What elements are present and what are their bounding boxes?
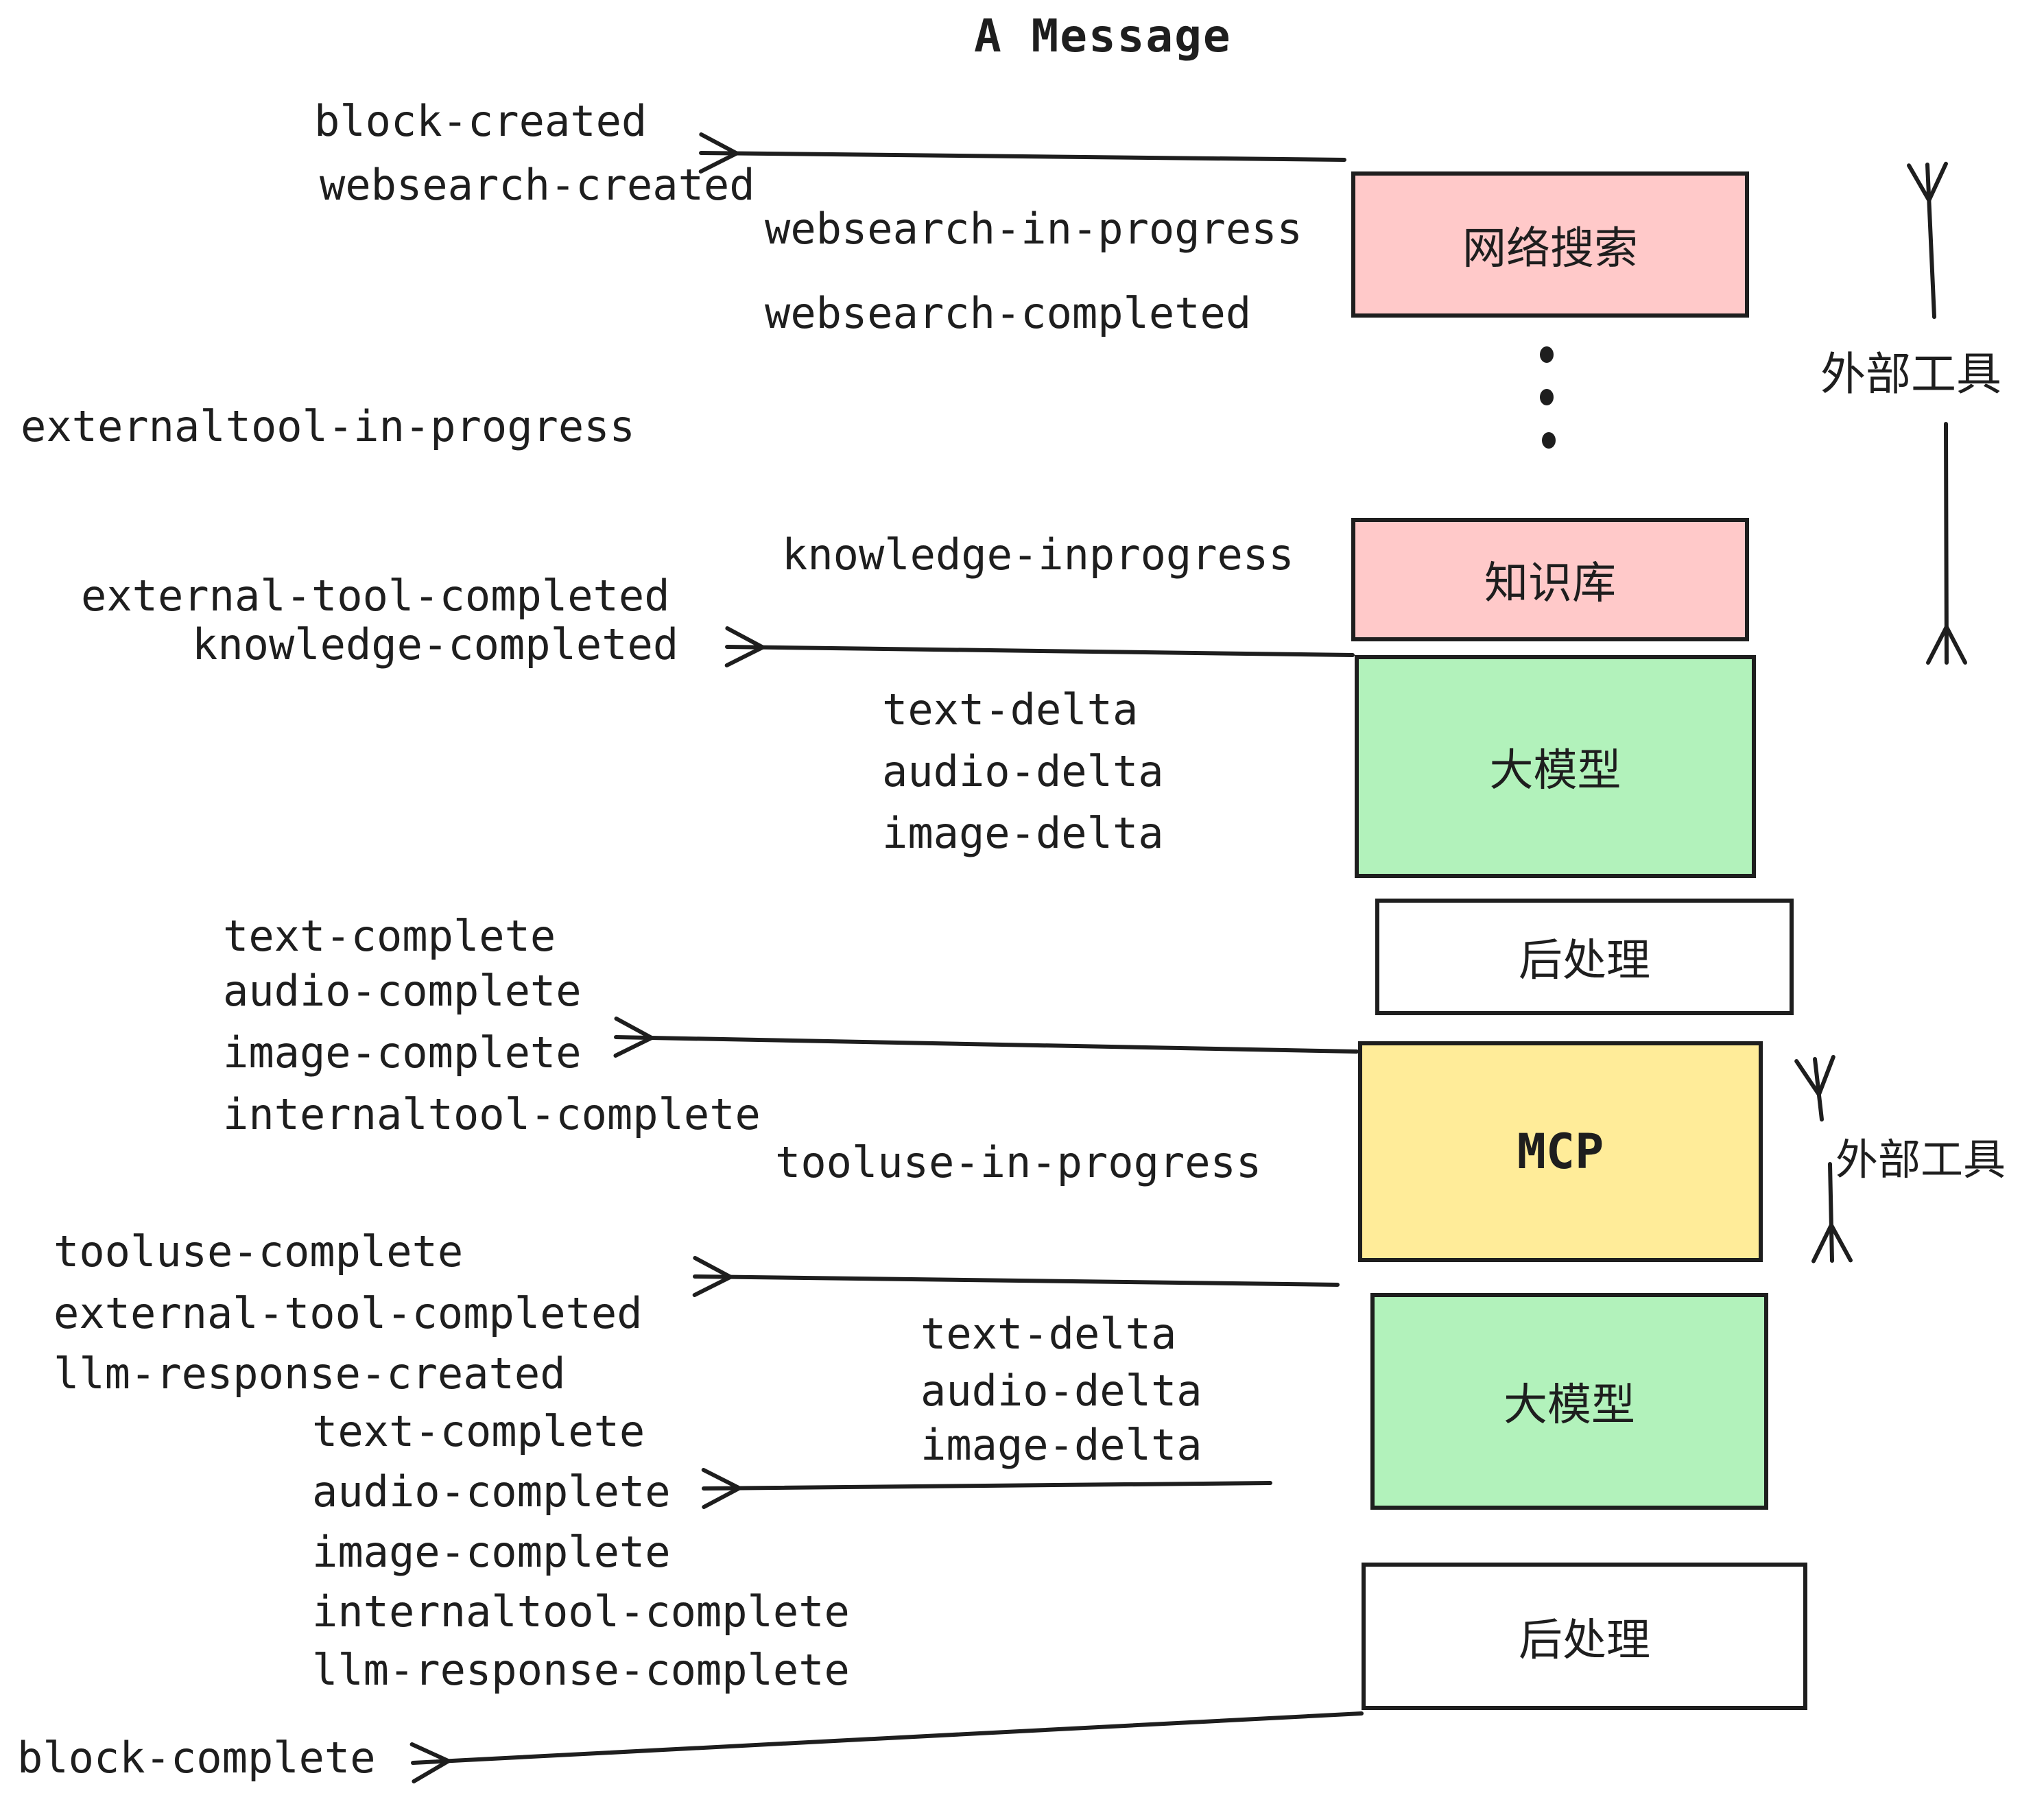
event-label: audio-complete: [223, 966, 582, 1016]
external-tools-label-top: 外部工具: [1820, 348, 2001, 399]
arrow-external-up-2: [1794, 1054, 1835, 1121]
arrow-external-up-1: [1907, 161, 1948, 319]
ellipsis-dot: [1540, 389, 1554, 405]
node-mcp-label: MCP: [1517, 1124, 1604, 1180]
event-label: websearch-in-progress: [765, 204, 1303, 254]
node-llm-2-label: 大模型: [1504, 1380, 1635, 1429]
node-post-1-label: 后处理: [1519, 936, 1650, 985]
event-label: internaltool-complete: [223, 1089, 761, 1139]
arrow-knowledge-completed: [724, 626, 1355, 667]
event-label: audio-delta: [920, 1366, 1202, 1416]
node-llm-2: 大模型: [1370, 1293, 1768, 1510]
external-tools-label-bottom: 外部工具: [1835, 1137, 2006, 1184]
event-label: block-complete: [17, 1733, 376, 1783]
arrow-tooluse-complete: [692, 1256, 1340, 1297]
event-label: image-delta: [882, 808, 1164, 858]
node-websearch: 网络搜索: [1351, 171, 1749, 318]
event-label: externaltool-in-progress: [21, 401, 635, 451]
event-label: knowledge-completed: [192, 619, 679, 669]
event-label: internaltool-complete: [312, 1587, 850, 1637]
arrow-block-complete: [409, 1711, 1364, 1783]
node-knowledge-label: 知识库: [1484, 558, 1616, 608]
arrow-image-complete: [613, 1017, 1359, 1058]
event-label: knowledge-inprogress: [782, 530, 1294, 580]
event-label: text-complete: [312, 1406, 645, 1456]
event-label: websearch-created: [320, 160, 755, 210]
event-label: text-delta: [882, 685, 1139, 735]
node-post-2-label: 后处理: [1519, 1615, 1650, 1665]
event-label: llm-response-complete: [312, 1645, 850, 1695]
event-label: block-created: [314, 96, 647, 146]
event-label: text-delta: [920, 1309, 1177, 1359]
node-llm-1: 大模型: [1355, 655, 1756, 878]
event-label: text-complete: [223, 911, 556, 961]
diagram-title: A Message: [974, 10, 1232, 62]
event-label: audio-delta: [882, 746, 1164, 796]
event-label: websearch-completed: [765, 288, 1252, 338]
arrow-block-created: [698, 132, 1346, 174]
node-websearch-label: 网络搜索: [1462, 223, 1638, 273]
event-label: image-complete: [223, 1028, 582, 1078]
node-llm-1-label: 大模型: [1489, 745, 1621, 795]
event-label: llm-response-created: [54, 1349, 566, 1399]
node-mcp: MCP: [1358, 1041, 1763, 1262]
arrow-external-down-2: [1811, 1162, 1853, 1263]
event-label: image-delta: [920, 1420, 1202, 1470]
ellipsis-dot: [1542, 432, 1556, 449]
arrow-external-down-1: [1926, 422, 1967, 665]
event-label: external-tool-completed: [54, 1288, 643, 1338]
event-label: tooluse-complete: [54, 1226, 464, 1277]
node-knowledge: 知识库: [1351, 518, 1749, 641]
arrow-audio-complete: [701, 1468, 1272, 1509]
event-label: image-complete: [312, 1527, 671, 1577]
node-post-2: 后处理: [1362, 1563, 1807, 1710]
event-label: audio-complete: [312, 1467, 671, 1517]
ellipsis-dot: [1540, 346, 1554, 363]
event-label: tooluse-in-progress: [775, 1137, 1262, 1187]
node-post-1: 后处理: [1375, 899, 1794, 1015]
event-label: external-tool-completed: [81, 571, 670, 621]
